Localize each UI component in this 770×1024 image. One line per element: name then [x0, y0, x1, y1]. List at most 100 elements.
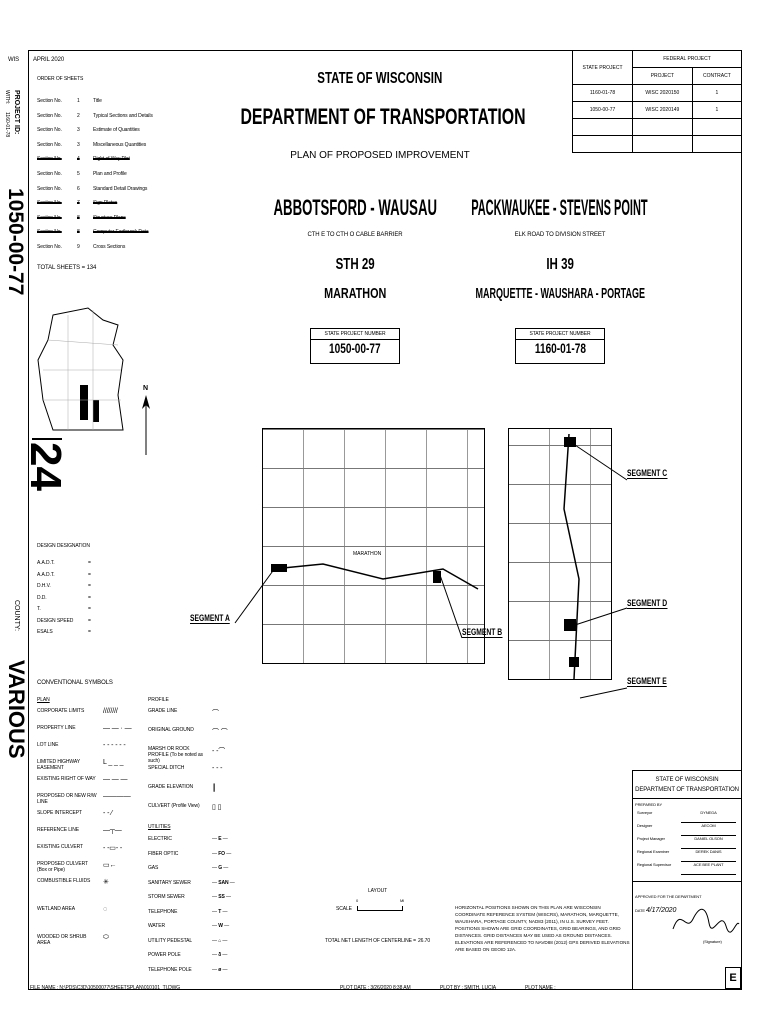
- utility-row: POWER POLE— δ —: [148, 952, 258, 967]
- design-row: D.H.V. =: [37, 583, 91, 595]
- symbol-glyph-icon: ————: [103, 793, 131, 800]
- symbol-label: COMBUSTIBLE FLUIDS: [37, 878, 91, 884]
- symbol-glyph-icon: - - ⁄: [103, 810, 113, 817]
- project-name-2: PACKWAUKEE - STEVENS POINT: [470, 195, 648, 220]
- symbol-label: EXISTING RIGHT OF WAY: [37, 776, 96, 782]
- symbol-label: LIMITED HIGHWAY EASEMENT: [37, 759, 80, 771]
- symbol-glyph-icon: — — —: [103, 776, 128, 783]
- utility-row: GAS— G —: [148, 865, 258, 880]
- design-row-label: D.H.V.: [37, 583, 51, 589]
- with-label: WITH:: [4, 90, 10, 105]
- symbol-row: REFERENCE LINE—┬—: [37, 827, 145, 844]
- utility-line-icon: — SAN —: [212, 879, 235, 886]
- sheet-label: Section No.: [37, 214, 62, 221]
- design-row: D.D.=: [37, 595, 91, 607]
- file-name-label: FILE NAME :: [30, 985, 59, 991]
- plan-heading-label: PLAN: [37, 697, 50, 703]
- sheet-desc: Plan and Profile: [93, 170, 127, 177]
- utility-row: ELECTRIC— E —: [148, 836, 258, 851]
- utilities-heading: UTILITIES: [148, 824, 171, 830]
- layout-title: LAYOUT: [368, 888, 388, 894]
- sheet-label: Section No.: [37, 243, 62, 250]
- symbol-label: PROPOSED CULVERT (Box or Pipe): [37, 861, 88, 873]
- symbol-row: EXISTING CULVERT- -▭- -: [37, 844, 145, 861]
- utility-line-icon: — W —: [212, 923, 230, 929]
- utility-line-icon: — ⌂ —: [212, 937, 228, 944]
- symbol-row: GRADE ELEVATION┃: [148, 784, 258, 803]
- segment-d-label: SEGMENT D: [627, 598, 668, 609]
- segment-e-label: SEGMENT E: [627, 676, 667, 687]
- segment-map-east: [508, 428, 612, 680]
- design-row-eq: =: [88, 583, 91, 589]
- total-sheets: TOTAL SHEETS = 134: [37, 265, 97, 271]
- centerline-length-label: TOTAL NET LENGTH OF CENTERLINE =: [325, 938, 416, 944]
- symbol-glyph-icon: - -⌒: [212, 748, 226, 755]
- design-row: A.A.D.T.=: [37, 572, 91, 584]
- state-heading: STATE OF WISCONSIN: [317, 70, 443, 87]
- approval-name: ACE BEE PLANT: [681, 862, 736, 875]
- sheet-num: 3: [77, 141, 80, 148]
- approved-label: APPROVED FOR THE DEPARTMENT: [635, 894, 702, 899]
- sheet-num: 8: [77, 229, 80, 236]
- sheet-desc: Computer Earthwork Data: [93, 229, 149, 236]
- design-row-eq: =: [88, 629, 91, 635]
- design-designation-list: A.A.D.T.=A.A.D.T.=D.H.V.=D.D.=T.=DESIGN …: [37, 560, 91, 641]
- symbol-row: ORIGINAL GROUND⌒ ⌒: [148, 727, 258, 746]
- symbol-label: CULVERT (Profile View): [148, 803, 200, 809]
- symbol-row: GRADE LINE⌒: [148, 708, 258, 727]
- utility-line-icon: — E —: [212, 836, 228, 842]
- utility-row: TELEPHONE POLE— ø —: [148, 967, 258, 982]
- scale-zero: 0: [356, 898, 359, 903]
- north-arrow-icon: [142, 395, 150, 455]
- sheet-label: Section No.: [37, 170, 62, 177]
- design-row-eq: =: [88, 571, 91, 578]
- symbol-row: COMBUSTIBLE FLUIDS✳: [37, 878, 145, 906]
- profile-symbols-list: GRADE LINE⌒ORIGINAL GROUND⌒ ⌒MARSH OR RO…: [148, 708, 258, 822]
- symbol-label: EXISTING CULVERT: [37, 844, 84, 850]
- sheet-label: Section No.: [37, 98, 62, 104]
- order-of-sheets-title: ORDER OF SHEETS: [37, 76, 84, 82]
- sheet-label: Section No.: [37, 141, 62, 148]
- plan-heading: PLAN OF PROPOSED IMPROVEMENT: [290, 150, 470, 161]
- project-name-1: ABBOTSFORD - WAUSAU: [273, 195, 437, 220]
- sheet-desc: Estimate of Quantities: [93, 127, 140, 134]
- sheet-desc: Structure Plans: [93, 214, 126, 221]
- sheet-desc: Typical Sections and Details: [93, 112, 153, 119]
- symbol-row: SPECIAL DITCH- - -: [148, 765, 258, 784]
- symbol-row: WOODED OR SHRUB AREA⬭: [37, 934, 145, 962]
- project-number: 1050-00-77: [4, 188, 27, 296]
- highway-2: IH 39: [546, 256, 574, 273]
- sheet-number-rule: [32, 438, 62, 440]
- west-map-roads: [271, 563, 479, 590]
- sheet-desc: Miscellaneous Quantities: [93, 141, 147, 148]
- symbol-glyph-icon: ┃: [212, 785, 217, 792]
- centerline-length: 26.70: [418, 938, 431, 944]
- sheet-list-item: Section No. 3 Miscellaneous Quantities: [37, 142, 237, 157]
- symbol-label: WETLAND AREA: [37, 906, 75, 912]
- symbol-glyph-icon: ⌒: [212, 710, 219, 717]
- plot-name-label: PLOT NAME :: [525, 985, 556, 991]
- utility-label: POWER POLE: [148, 952, 181, 958]
- utility-symbols-list: ELECTRIC— E —FIBER OPTIC— FO —GAS— G —SA…: [148, 836, 258, 981]
- approval-name: DANIEL OLSON: [681, 836, 736, 849]
- with-value: 1160-01-78: [4, 112, 10, 138]
- sheet-desc: Title: [93, 98, 102, 104]
- project-number-2: 1160-01-78: [534, 340, 586, 356]
- design-row-label: D.D.: [37, 594, 47, 601]
- utility-label: SANITARY SEWER: [148, 879, 191, 886]
- sheet-num: 9: [77, 243, 80, 250]
- plan-symbols-list: CORPORATE LIMITS////////PROPERTY LINE— —…: [37, 708, 145, 962]
- symbol-label: MARSH OR ROCK PROFILE (To be noted as su…: [148, 746, 203, 764]
- symbol-row: PROPERTY LINE— — · —: [37, 725, 145, 742]
- symbol-row: CORPORATE LIMITS////////: [37, 708, 145, 725]
- utility-line-icon: — SS —: [212, 894, 231, 900]
